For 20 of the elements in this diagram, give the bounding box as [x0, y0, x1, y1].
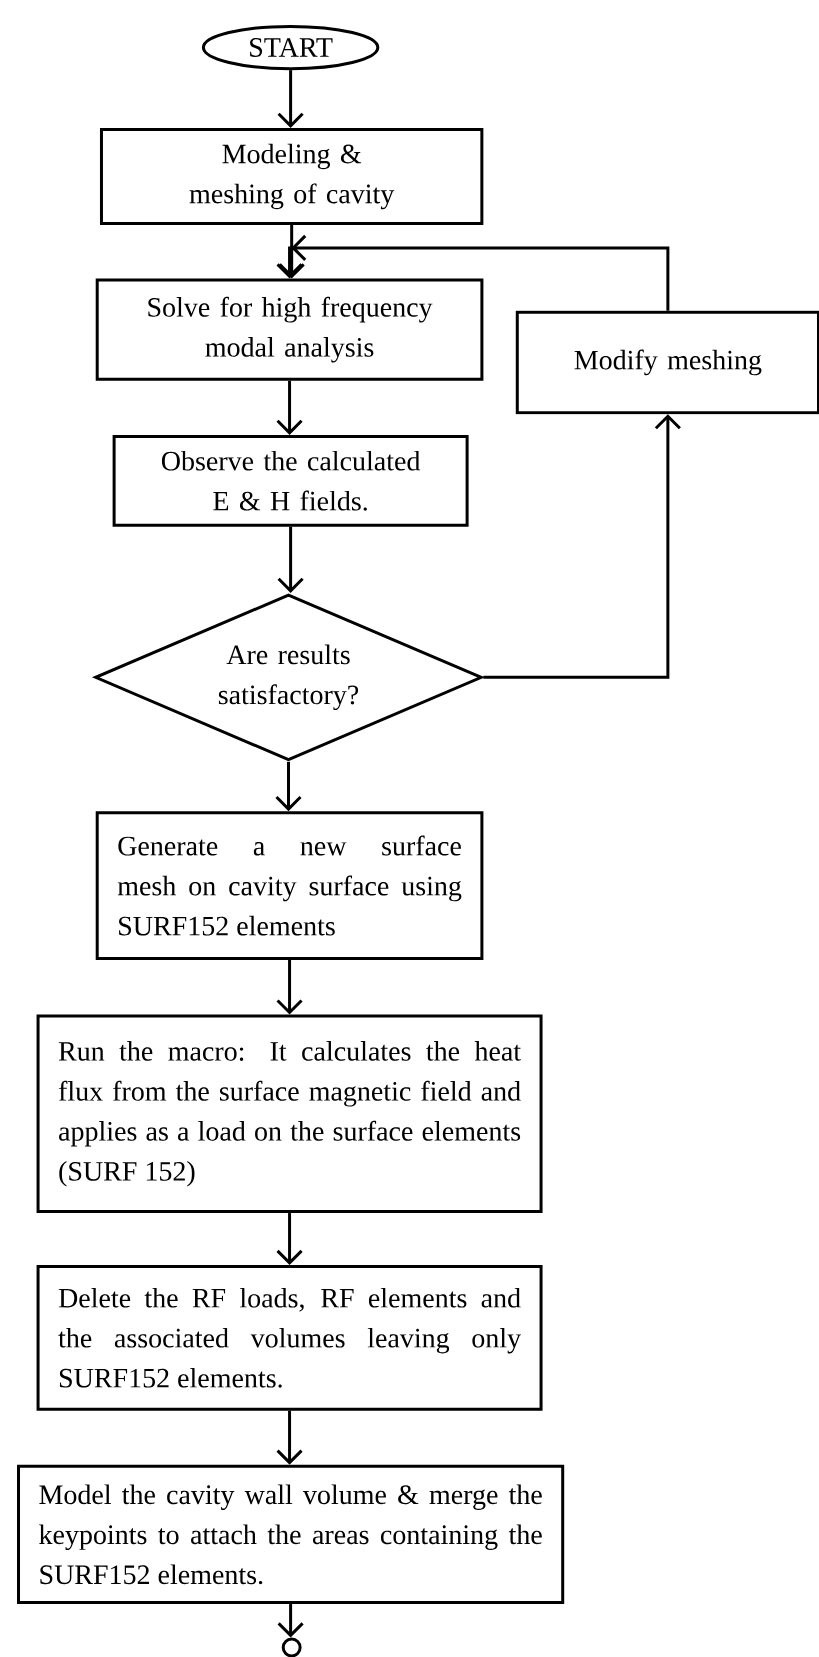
arrow: [276, 959, 303, 1015]
arrow: [278, 225, 305, 279]
process-box: Delete the RF loads, RF elements and the associated volumes leaving only SURF152 elements.: [36, 1265, 543, 1411]
arrow: [483, 414, 681, 679]
arrow: [277, 1604, 304, 1638]
process-box: Model the cavity wall volume & merge the keypoints to attach the areas containing the SURF152 elements.: [17, 1464, 565, 1605]
arrow: [277, 526, 304, 593]
arrow: [276, 1213, 303, 1265]
arrow: [276, 234, 670, 311]
arrow: [275, 761, 302, 812]
arrow: [276, 380, 303, 435]
arrow: [277, 70, 304, 128]
terminal-oval: START: [201, 24, 380, 71]
process-box: Observe the calculated E & H fields.: [112, 434, 469, 527]
process-box: Modify meshing: [515, 310, 819, 415]
process-box: Run the macro: It calculates the heat flux from the surface magnetic field and applies as a load on the surface elements (SURF 152): [36, 1014, 543, 1214]
process-box: Generate a new surface mesh on cavity surface using SURF152 elements: [95, 811, 484, 960]
process-box: Solve for high frequency modal analysis: [95, 278, 484, 381]
arrow: [276, 1410, 303, 1465]
process-box: Modeling & meshing of cavity: [99, 127, 484, 225]
